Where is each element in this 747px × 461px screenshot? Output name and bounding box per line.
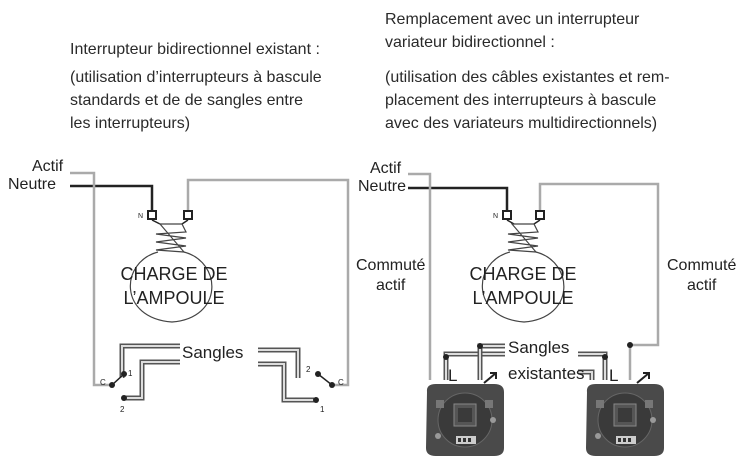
right-existantes-label: existantes (508, 364, 585, 383)
left-active-wire (70, 171, 112, 387)
switch-c-label: C (338, 378, 344, 387)
left-actif-label: Actif (32, 158, 64, 175)
left-description: (utilisation d’interrupteurs à bascule s… (70, 69, 322, 132)
bulb-icon (129, 210, 213, 323)
left-travellers (119, 343, 314, 403)
left-neutre-label: Neutre (8, 176, 57, 193)
right-neutre-label: Neutre (358, 178, 407, 195)
left-load-label: CHARGE DE L’AMPOULE (120, 264, 228, 308)
right-sangles-label: Sangles (508, 338, 570, 357)
switch-2-label: 2 (120, 405, 125, 414)
right-actif-label: Actif (370, 160, 402, 177)
right-description: (utilisation des câbles existantes et re… (385, 69, 670, 132)
switch-2-label: 2 (306, 365, 311, 374)
right-heading: Remplacement avec un interrupteur variat… (385, 11, 640, 51)
right-switch-left-diagram (313, 371, 335, 403)
right-terminal-l-label: L (448, 366, 458, 385)
left-switched-wire (186, 178, 350, 387)
dimmer-module-icon (586, 384, 664, 456)
switch-1-label: 1 (128, 369, 133, 378)
right-commute-label: Commuté actif (667, 257, 737, 294)
left-switch (109, 371, 127, 401)
load-arrow-icon (483, 372, 497, 384)
left-commute-label: Commuté actif (356, 257, 426, 294)
right-switched-wire (538, 182, 660, 380)
left-sangles-label: Sangles (182, 343, 244, 362)
switch-1-label: 1 (320, 405, 325, 414)
right-neutral-wire (408, 186, 509, 212)
right-active-wire (408, 172, 432, 380)
load-arrow-icon (636, 372, 650, 384)
bulb-icon (481, 210, 565, 323)
left-neutral-wire (70, 184, 154, 212)
right-terminal-l-label-2: L (609, 366, 619, 385)
n-terminal-label: N (493, 213, 498, 220)
right-load-label: CHARGE DE L’AMPOULE (469, 264, 577, 308)
left-heading: Interrupteur bidirectionnel existant : (70, 41, 320, 58)
n-terminal-label: N (138, 213, 143, 220)
switch-c-label: C (100, 378, 106, 387)
dimmer-module-icon (426, 384, 504, 456)
